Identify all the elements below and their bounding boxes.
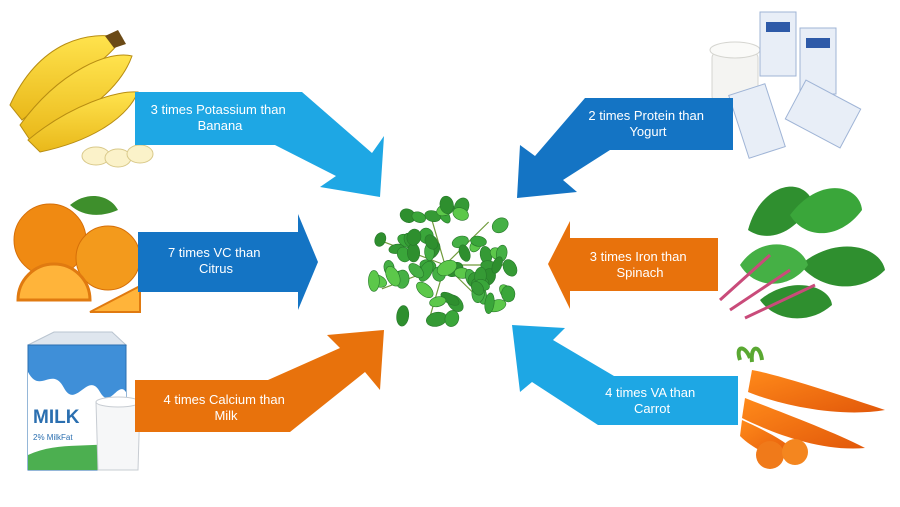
svg-text:2 times Protein than Yogur: 2 times Protein than Yogurt (588, 108, 707, 139)
moringa-leaflet (439, 195, 454, 214)
label-iron-line1: 3 times Iron than (590, 249, 687, 264)
svg-text:3 times Potassium than Ban: 3 times Potassium than Banana (151, 102, 290, 133)
moringa-leaflet (368, 270, 380, 292)
milk-fat-label: 2% MilkFat (33, 433, 73, 442)
arrow-iron (548, 221, 718, 309)
arrow-potassium (135, 92, 384, 197)
moringa-leaflet (501, 285, 516, 303)
moringa-leaflet (424, 210, 441, 222)
moringa-leaflet (408, 263, 424, 279)
arrow-calcium (135, 330, 384, 432)
moringa-leaflet (416, 281, 434, 298)
yogurt-image (709, 11, 862, 159)
svg-text:4 times Calcium than Milk: 4 times Calcium than Milk (163, 392, 288, 423)
moringa-leaflet (424, 234, 439, 250)
moringa-leaflet (374, 232, 387, 247)
moringa-leaflet (406, 228, 422, 246)
moringa-leaflet (484, 292, 495, 314)
label-vc-line1: 7 times VC than (168, 245, 261, 260)
milk-brand: MILK (33, 407, 80, 428)
moringa-leaflet (502, 259, 518, 277)
svg-text:3 times Iron than Spinach: 3 times Iron than Spinach (590, 249, 690, 280)
moringa-leaflet (440, 291, 460, 306)
orange-image (13, 195, 141, 313)
carrot-image (736, 346, 885, 469)
banana-image (9, 30, 154, 168)
moringa-leaflet (411, 211, 426, 223)
moringa-leaflet (444, 310, 460, 327)
moringa-leaflet (452, 207, 469, 221)
label-calcium-line1: 4 times Calcium than (163, 392, 284, 407)
label-potassium-line1: 3 times Potassium than (151, 102, 286, 117)
moringa-leaflet (491, 256, 503, 274)
label-va-line1: 4 times VA than (605, 385, 695, 400)
moringa-leaflet (406, 243, 421, 263)
moringa-leaflet (458, 244, 471, 262)
arrow-vc (138, 214, 318, 310)
moringa-leaves (365, 185, 525, 345)
label-iron-line2: Spinach (617, 265, 664, 280)
label-va-line2: Carrot (634, 401, 671, 416)
label-vc-line2: Citrus (199, 261, 233, 276)
label-protein-line2: Yogurt (629, 124, 666, 139)
moringa-leaflet (491, 217, 509, 234)
label-potassium-line2: Banana (198, 118, 244, 133)
spinach-image (718, 186, 885, 320)
arrow-va (512, 325, 738, 425)
arrow-protein (517, 98, 733, 198)
moringa-leaflet (385, 265, 401, 287)
milk-image: MILK 2% MilkFat (27, 331, 141, 471)
svg-text:7 times VC than Citrus: 7 times VC than Citrus (168, 245, 264, 276)
moringa-leaflet (436, 259, 458, 277)
moringa-leaflet (471, 281, 484, 296)
moringa-leaflet (396, 305, 410, 327)
moringa-leaflet (429, 296, 447, 308)
moringa-leaflet (470, 235, 487, 247)
label-calcium-line2: Milk (214, 408, 238, 423)
label-protein-line1: 2 times Protein than (588, 108, 704, 123)
svg-text:4 times VA than Carrot: 4 times VA than Carrot (605, 385, 699, 416)
